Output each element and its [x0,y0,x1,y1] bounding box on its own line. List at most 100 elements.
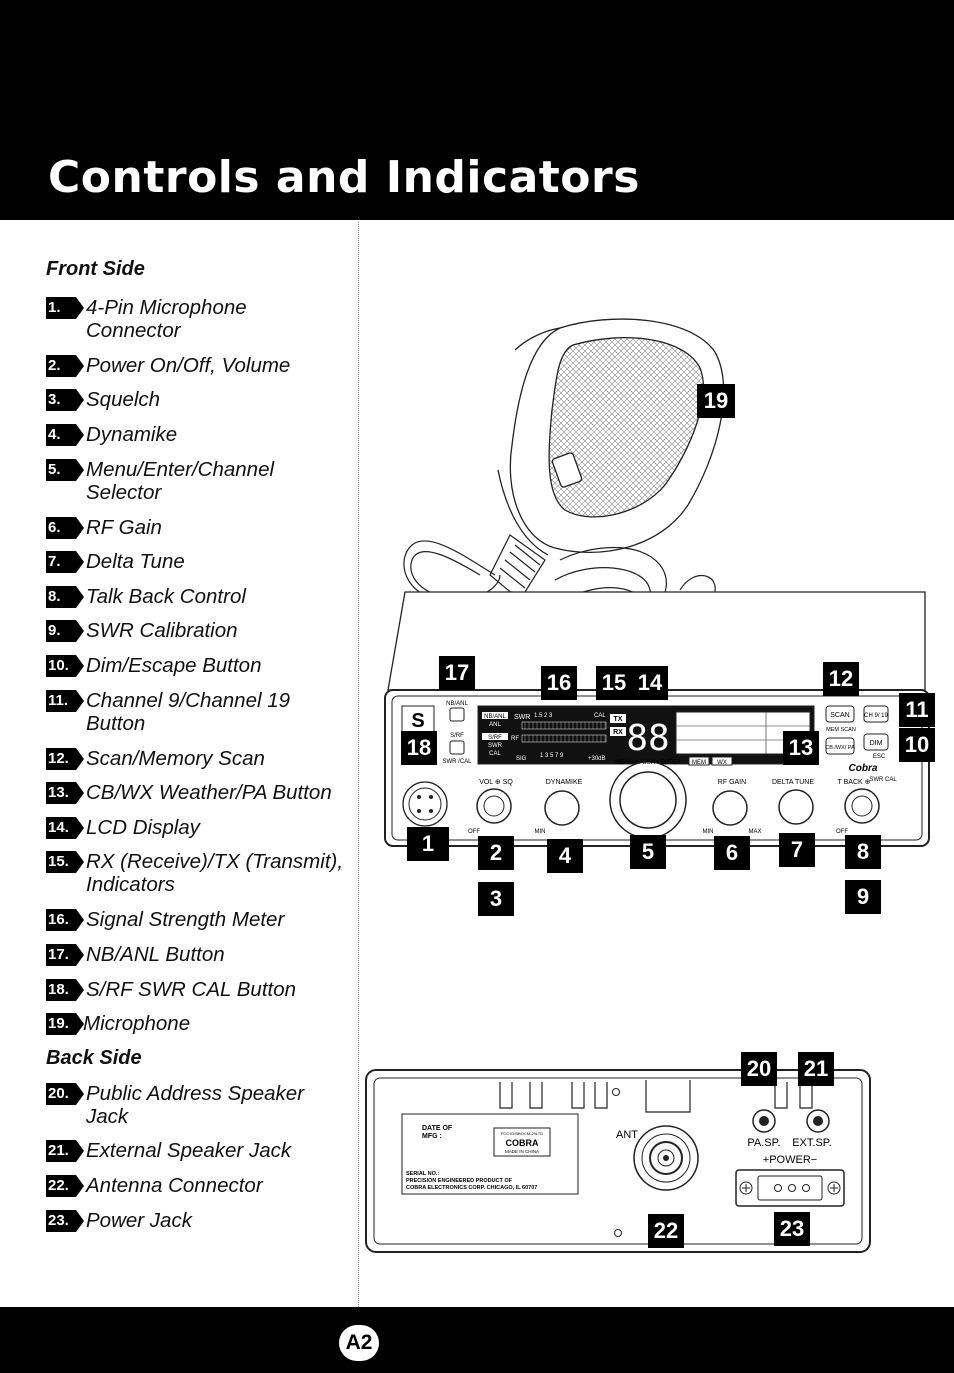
s-rf-swr-cal-button[interactable] [449,740,465,755]
tx-indicator: TX [614,716,623,723]
item-label: Power On/Off, Volume [86,354,291,377]
item-label: Talk Back Control [86,585,246,608]
wx-indicator: WX [717,760,727,766]
page-title: Controls and Indicators [48,152,640,203]
item-label: Dim/Escape Button [86,654,262,677]
menu-push-enter-ring: MENU • PUSH • ENTER [615,760,681,766]
dynamike-label: DYNAMIKE [546,779,583,786]
item-number: 5. [46,459,84,481]
item-number: 3. [46,389,84,411]
item-number: 6. [46,517,84,539]
page-number: A2 [339,1325,379,1361]
meter-nb-anl-tag: NB/ANL [484,714,506,720]
mem-indicator: MEM [692,760,706,766]
callout-18: 18 [401,731,437,765]
list-item: 8.Talk Back Control [46,585,346,608]
meter-swr-tag: SWR [488,743,503,749]
signal-meter-bar-bottom [521,734,607,743]
callout-11: 11 [899,693,935,727]
t-back-label: T BACK ⊕ [838,779,871,786]
dynamike-knob[interactable] [544,790,580,826]
callout-5: 5 [630,835,666,869]
item-label: CB/WX Weather/PA Button [86,781,332,804]
plate-line2: COBRA ELECTRONICS CORP. CHICAGO, IL 6070… [406,1185,537,1191]
radio-diagram: S NB/ANL S/RF SWR /CAL NB/ANL ANL S/RF S… [365,318,930,1253]
front-side-heading: Front Side [46,258,145,280]
column-divider [358,222,359,1307]
meter-rf-scale: RF [511,736,519,742]
ch9-19-button-label: CH 9/ 19 [864,713,888,719]
item-number: 18. [46,979,84,1001]
scan-button[interactable] [825,705,855,723]
item-label: Signal Strength Meter [86,908,285,931]
radio-back-panel: DATE OF MFG : FCC ID:BBOCM-29LTD COBRA M… [365,1069,871,1253]
item-label: RF Gain [86,516,162,539]
callout-23: 23 [774,1212,810,1246]
cobra-plate-text: COBRA [506,1138,539,1148]
mic-connector[interactable] [402,781,448,827]
list-item: 9.SWR Calibration [46,619,346,642]
cb-wx-pa-button[interactable] [825,737,855,755]
list-item: 20.Public Address Speaker Jack [46,1082,346,1128]
list-item: 12.Scan/Memory Scan [46,747,346,770]
item-number: 1. [46,297,84,319]
page-footer-band [0,1307,954,1373]
callout-20: 20 [741,1052,777,1086]
item-number: 14. [46,817,84,839]
callout-10: 10 [899,728,935,762]
callout-9: 9 [845,880,881,914]
meter-anl-tag: ANL [489,722,501,728]
t-back-off-mark: OFF [836,829,848,835]
fcc-id-text: FCC ID:BBOCM-29LTD [501,1131,543,1136]
meter-sig-scale: SIG [516,756,527,762]
item-number: 7. [46,551,84,573]
item-label: Microphone [83,1012,191,1035]
item-label: External Speaker Jack [86,1139,292,1162]
ch9-19-button[interactable] [863,705,889,723]
delta-tune-knob[interactable] [778,789,814,825]
meter-db: +30dB [588,756,606,762]
date-of-text: DATE OF [422,1125,453,1132]
nb-anl-button-label: NB/ANL [446,701,468,707]
callout-4: 4 [547,839,583,873]
rf-gain-max-mark: MAX [748,829,761,835]
vol-sq-label: VOL ⊕ SQ [479,779,513,786]
callout-1: 1 [407,827,449,861]
meter-cal-tag: CAL [489,751,501,757]
list-item: 3.Squelch [46,388,346,411]
meter-s-rf-tag: S/RF [488,735,502,741]
item-number: 9. [46,620,84,642]
meter-swr-scale: SWR [514,714,530,721]
esc-label: ESC [873,754,886,760]
callout-14: 14 [632,666,668,700]
list-item: 1.4-Pin Microphone Connector [46,296,346,342]
ext-sp-label: EXT.SP. [792,1137,832,1149]
callout-15: 15 [596,666,632,700]
item-label: Menu/Enter/Channel Selector [86,458,275,504]
item-number: 15. [46,851,84,873]
list-item: 2.Power On/Off, Volume [46,354,346,377]
item-number: 4. [46,424,84,446]
scan-button-label: SCAN [830,712,849,719]
rf-gain-min-mark: MIN [703,829,714,835]
list-item: 22.Antenna Connector [46,1174,346,1197]
dim-button[interactable] [863,733,889,751]
page-header-band [0,0,954,220]
pa-sp-label: PA.SP. [747,1137,780,1149]
svg-text:S: S [411,710,424,732]
back-side-heading: Back Side [46,1047,142,1069]
ant-label: ANT [616,1129,638,1141]
vol-off-mark: OFF [468,829,480,835]
item-number: 22. [46,1175,84,1197]
item-number: 23. [46,1210,84,1232]
item-label: SWR Calibration [86,619,238,642]
item-number: 20. [46,1083,84,1105]
rf-gain-knob[interactable] [712,790,748,826]
item-label: NB/ANL Button [86,943,225,966]
nb-anl-button[interactable] [449,707,465,722]
dim-button-label: DIM [870,740,883,747]
item-number: 16. [46,909,84,931]
item-label: Public Address Speaker Jack [86,1082,305,1128]
list-item: 18.S/RF SWR CAL Button [46,978,346,1001]
list-item: 6.RF Gain [46,516,346,539]
